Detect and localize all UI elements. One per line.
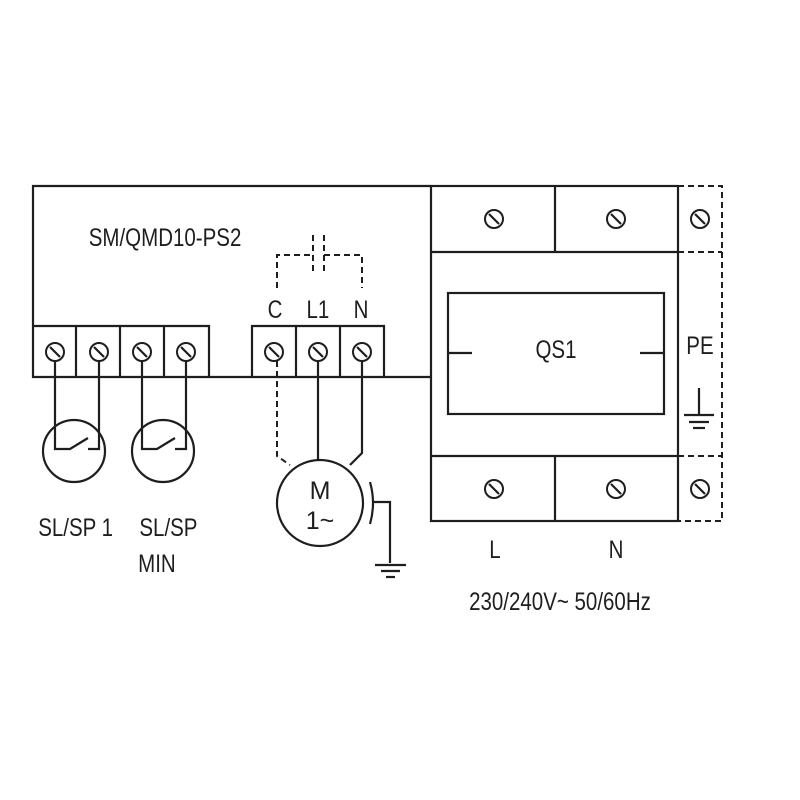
motor-icon: M 1~ (275, 361, 392, 563)
motor-phase-label: 1~ (306, 507, 335, 535)
terminal-label-l: L (489, 535, 500, 563)
screw-icon (131, 341, 153, 363)
terminal-label-c: C (268, 295, 283, 323)
screw-icon (307, 341, 329, 363)
breaker-label: QS1 (535, 335, 576, 363)
screw-icon (689, 478, 711, 500)
screw-icon (88, 341, 110, 363)
switch-label: SL/SP 1 (38, 513, 113, 541)
screw-icon (44, 341, 66, 363)
ground-icon (375, 563, 406, 579)
switch-terminal-strip (33, 324, 211, 377)
terminal-label-n-supply: N (609, 535, 624, 563)
breaker-qs1: QS1 L N (429, 184, 680, 563)
pe-terminal: PE (678, 185, 723, 522)
switch-sl-sp-min: SL/SP MIN (130, 361, 197, 577)
ground-icon (684, 388, 714, 430)
supply-label: 230/240V~ 50/60Hz (469, 587, 651, 615)
switch-label: SL/SP (139, 513, 197, 541)
screw-icon (483, 208, 505, 230)
capacitor-icon (276, 235, 363, 288)
switch-sl-sp-1: SL/SP 1 (38, 361, 113, 541)
model-label: SM/QMD10-PS2 (89, 223, 242, 251)
screw-icon (605, 478, 627, 500)
pe-label: PE (686, 331, 713, 359)
controller-box: SM/QMD10-PS2 (31, 184, 431, 379)
screw-icon (263, 341, 285, 363)
screw-icon (175, 341, 197, 363)
terminal-label-l1: L1 (307, 295, 330, 323)
screw-icon (483, 478, 505, 500)
screw-icon (605, 208, 627, 230)
switch-label-line2: MIN (138, 549, 176, 577)
screw-icon (689, 208, 711, 230)
motor-terminal-strip: C L1 N (250, 295, 386, 377)
terminal-label-n: N (354, 295, 369, 323)
motor-label: M (310, 477, 331, 505)
screw-icon (351, 341, 373, 363)
